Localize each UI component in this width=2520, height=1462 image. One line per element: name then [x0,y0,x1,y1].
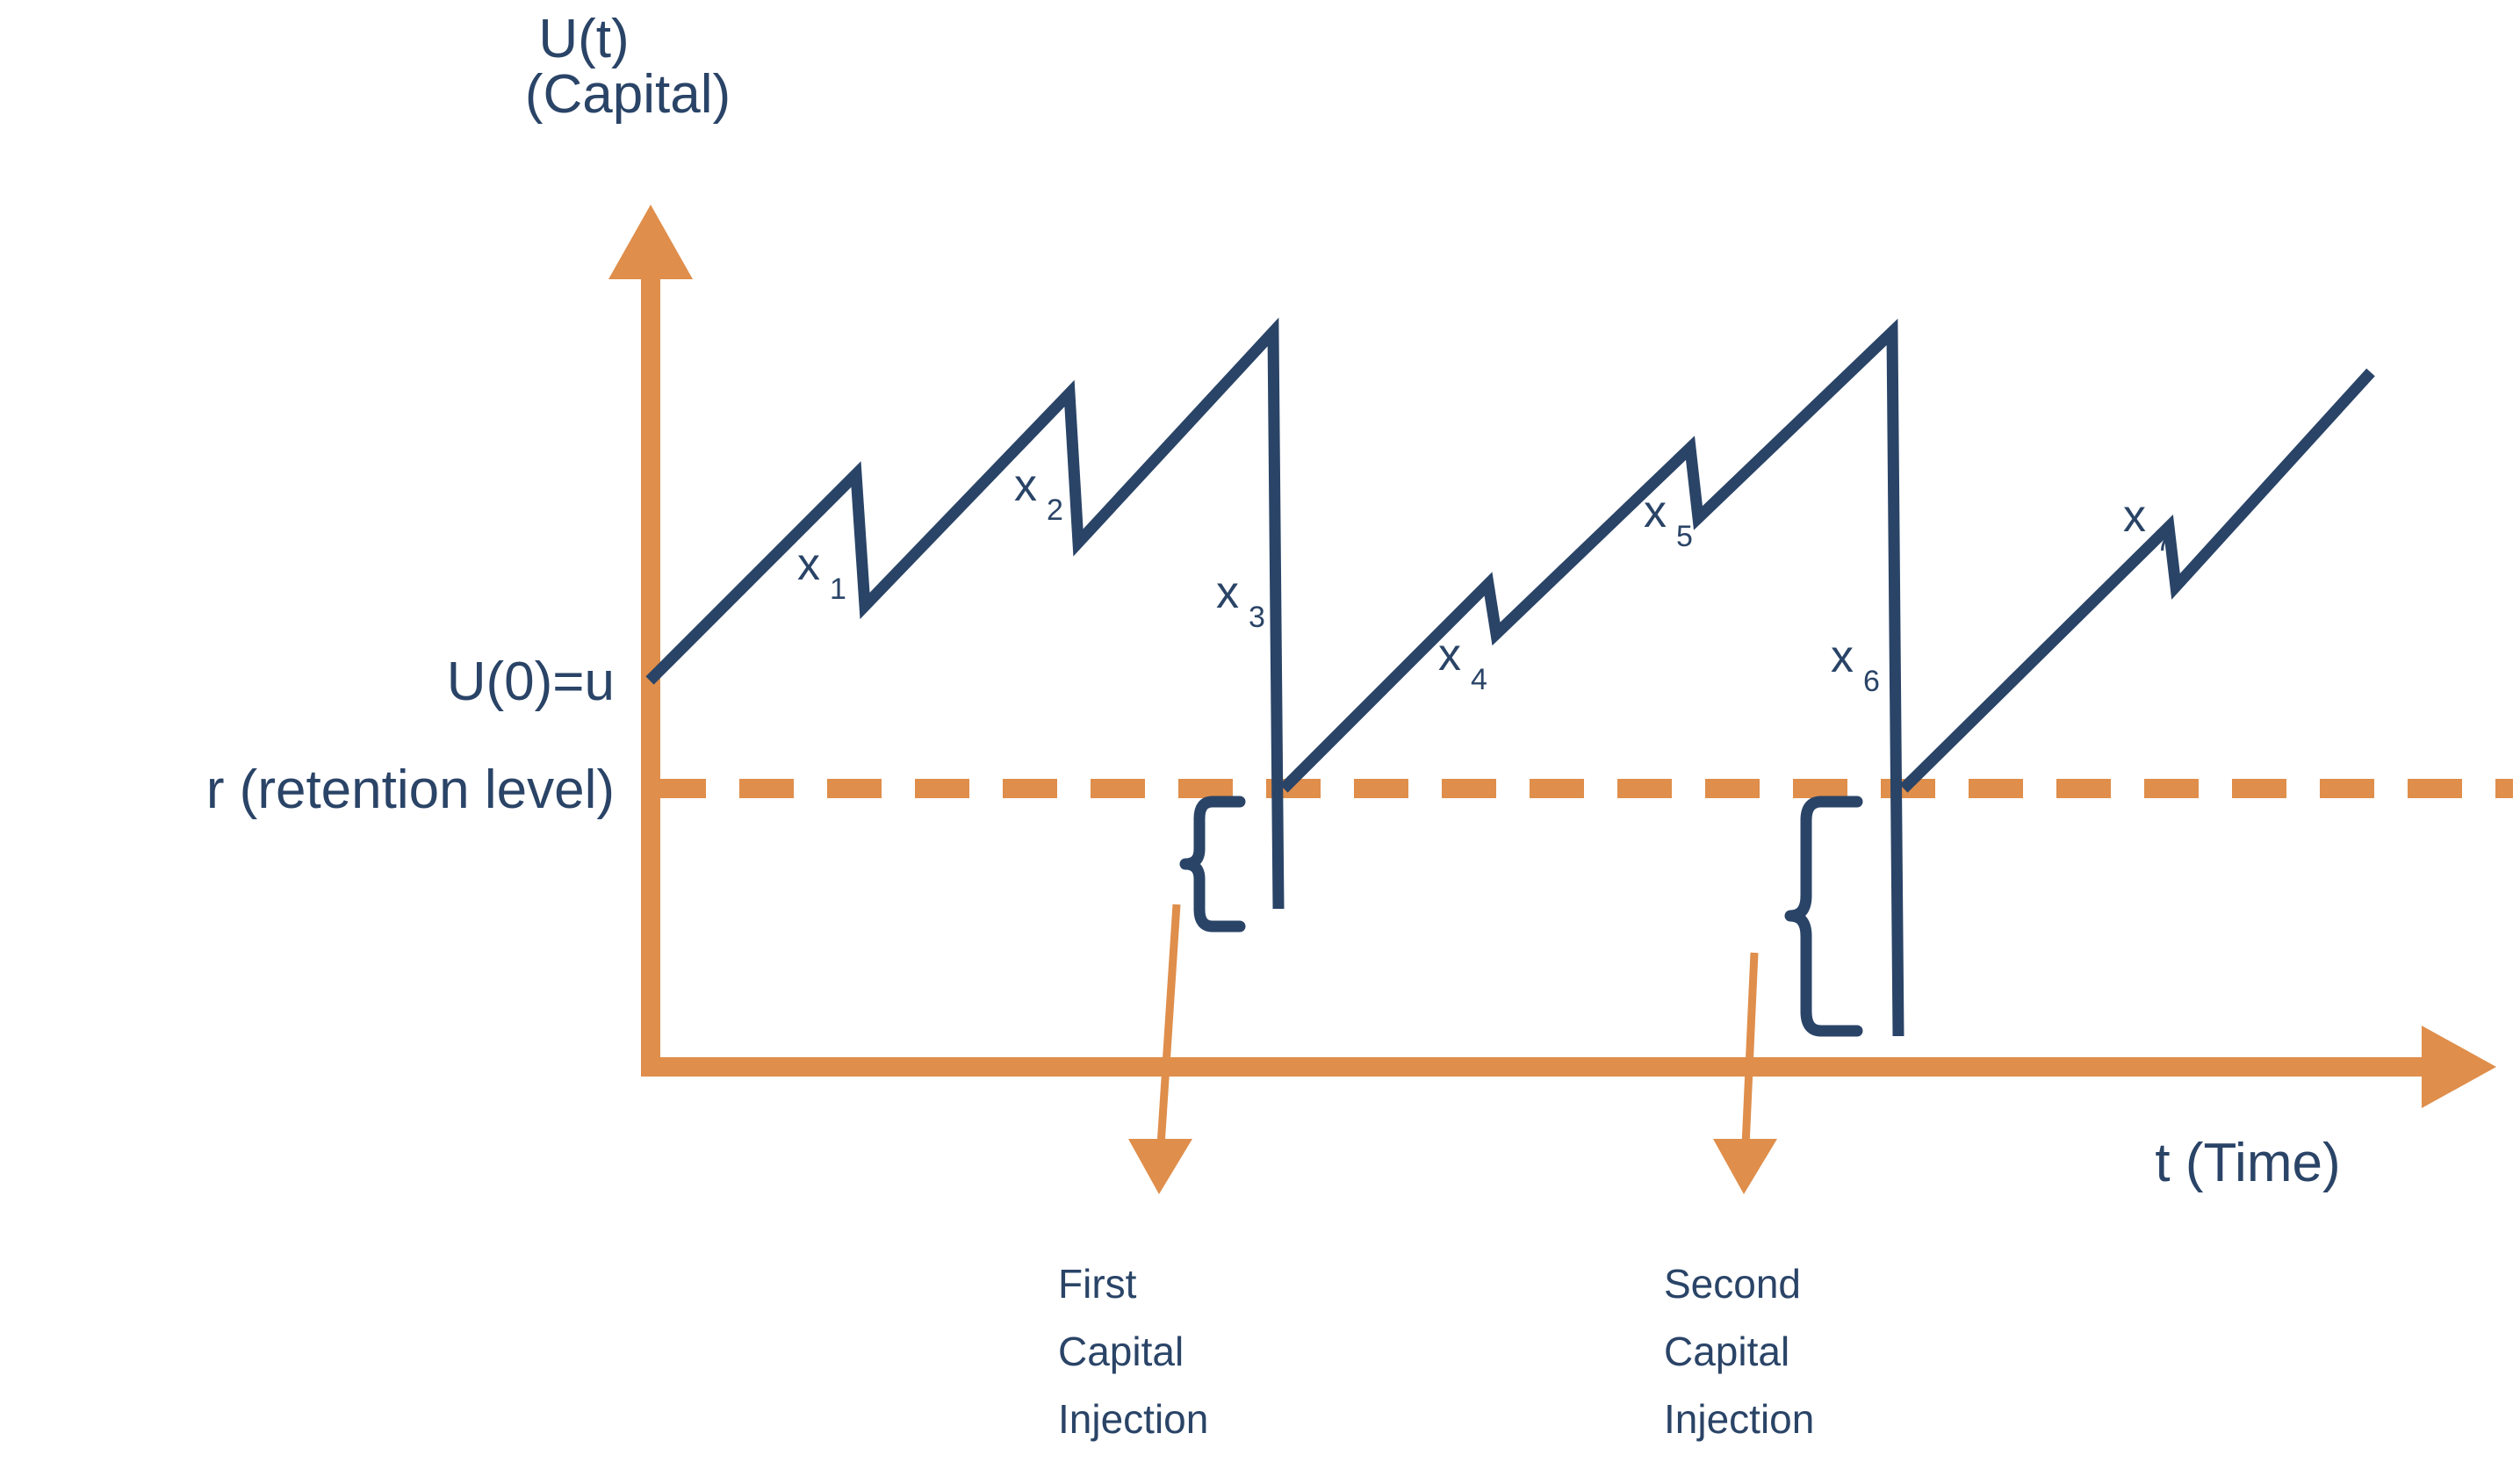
first-injection-arrow-icon [1128,1139,1192,1194]
second-injection-arrow-shaft [1741,952,1759,1147]
surplus-path-segment-1 [645,317,1285,910]
claim-label-x4-subscript: 4 [1471,663,1487,696]
axes-group [608,205,2513,1108]
retention-level-label: r (retention level) [206,760,615,820]
claim-label-x4: x 4 [1438,630,1487,696]
claim-labels-group: x 1 x 2 x 3 x 4 x 5 x 6 x 7 [797,460,2172,698]
x-axis-line [641,1057,2452,1077]
first-injection-note-line3: Injection [1058,1396,1208,1442]
claim-label-x3-subscript: 3 [1249,601,1265,634]
claim-label-x3-base: x [1216,567,1239,618]
claim-label-x2-subscript: 2 [1047,493,1063,527]
y-axis-arrow-icon [608,205,693,279]
claim-label-x2-base: x [1014,460,1037,511]
x-axis-label: t (Time) [2155,1133,2340,1193]
claim-label-x7-base: x [2123,491,2146,542]
y-axis-line [641,263,660,1071]
second-injection-note-line1: Second [1664,1261,1801,1307]
claim-label-x6: x 6 [1831,631,1880,698]
initial-capital-label: U(0)=u [447,652,615,712]
claim-label-x5: x 5 [1644,486,1693,553]
capital-injection-braces [1179,796,1863,1037]
y-axis-label-line2: (Capital) [525,64,731,125]
second-injection-note-line3: Injection [1664,1396,1814,1442]
surplus-path-segment-2 [1279,318,1904,1037]
second-injection-arrow-icon [1713,1139,1777,1194]
claim-label-x1: x 1 [797,539,846,606]
claim-label-x7: x 7 [2123,491,2172,558]
annotation-arrows [1128,904,1777,1194]
first-injection-arrow-shaft [1156,904,1181,1147]
claim-label-x7-subscript: 7 [2156,524,2172,558]
claim-label-x5-base: x [1644,486,1667,537]
first-injection-note-line2: Capital [1058,1329,1184,1374]
claim-label-x2: x 2 [1014,460,1063,527]
brace-first-injection-icon [1179,796,1246,933]
claim-label-x6-subscript: 6 [1863,665,1880,698]
second-injection-note-line2: Capital [1664,1329,1789,1374]
claim-label-x1-base: x [797,539,820,590]
brace-second-injection-icon [1784,796,1863,1037]
y-axis-label-line1: U(t) [538,9,629,69]
surplus-path-group [645,317,2375,1037]
claim-label-x6-base: x [1831,631,1854,682]
first-capital-injection-note: First Capital Injection [1058,1261,1208,1442]
claim-label-x4-base: x [1438,630,1461,681]
x-axis-arrow-icon [2422,1026,2496,1108]
second-capital-injection-note: Second Capital Injection [1664,1261,1814,1442]
surplus-path-segment-3 [1899,368,2375,793]
first-injection-note-line1: First [1058,1261,1137,1307]
claim-label-x3: x 3 [1216,567,1265,634]
claim-label-x5-subscript: 5 [1676,520,1693,553]
claim-label-x1-subscript: 1 [830,573,846,606]
